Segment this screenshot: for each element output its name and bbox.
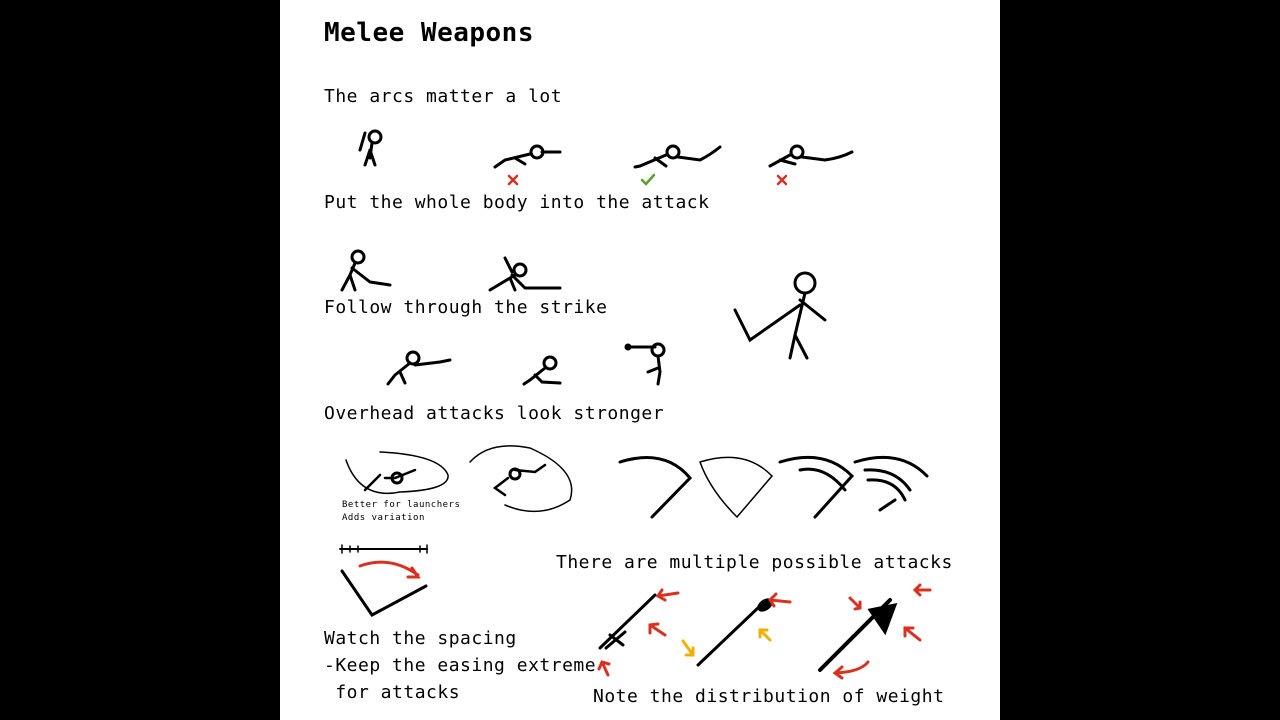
stick-figure-lunge-2 <box>633 144 722 169</box>
heading-follow-through: Follow through the strike <box>324 297 608 318</box>
heading-overhead: Overhead attacks look stronger <box>324 403 665 424</box>
heading-multiple-attacks: There are multiple possible attacks <box>556 552 953 573</box>
stick-figure-idle <box>358 129 383 167</box>
sword <box>598 593 657 650</box>
cross-mark-icon <box>507 174 519 186</box>
launcher-arc-1 <box>345 451 449 494</box>
stick-figure-overhead-2 <box>522 355 562 386</box>
page-title: Melee Weapons <box>324 18 534 48</box>
heading-weight: Note the distribution of weight <box>593 686 945 707</box>
stick-figure-follow-1 <box>340 249 392 292</box>
cross-mark-icon <box>776 174 788 186</box>
smear-3 <box>778 455 855 519</box>
spacing-angle <box>340 569 428 617</box>
spear <box>696 604 762 667</box>
slide: Melee Weapons The arcs matter a lot Put … <box>280 0 1000 720</box>
stick-figure-lunge-3 <box>768 144 854 168</box>
check-mark-icon <box>640 173 656 186</box>
spacing-line-1: Watch the spacing <box>324 628 517 649</box>
stick-figure-large <box>733 271 827 360</box>
heading-arcs: The arcs matter a lot <box>324 86 563 107</box>
stick-figure-overhead-1 <box>386 350 452 386</box>
illustrations <box>339 129 932 680</box>
stick-figure-follow-2 <box>488 256 562 292</box>
launcher-arc-2 <box>469 445 573 513</box>
stick-figure-overhead-3 <box>624 342 666 386</box>
launcher-note-1: Better for launchers <box>342 500 461 510</box>
arrow-icons <box>358 560 932 680</box>
heading-whole-body: Put the whole body into the attack <box>324 192 710 213</box>
smear-2 <box>699 456 774 519</box>
launcher-note-2: Adds variation <box>342 513 425 523</box>
spacing-line-3: for attacks <box>324 682 461 703</box>
smear-4 <box>853 455 929 512</box>
spacing-line-2: -Keep the easing extreme <box>324 655 597 676</box>
stick-figure-lunge-1 <box>493 144 562 169</box>
smear-1 <box>618 456 693 519</box>
